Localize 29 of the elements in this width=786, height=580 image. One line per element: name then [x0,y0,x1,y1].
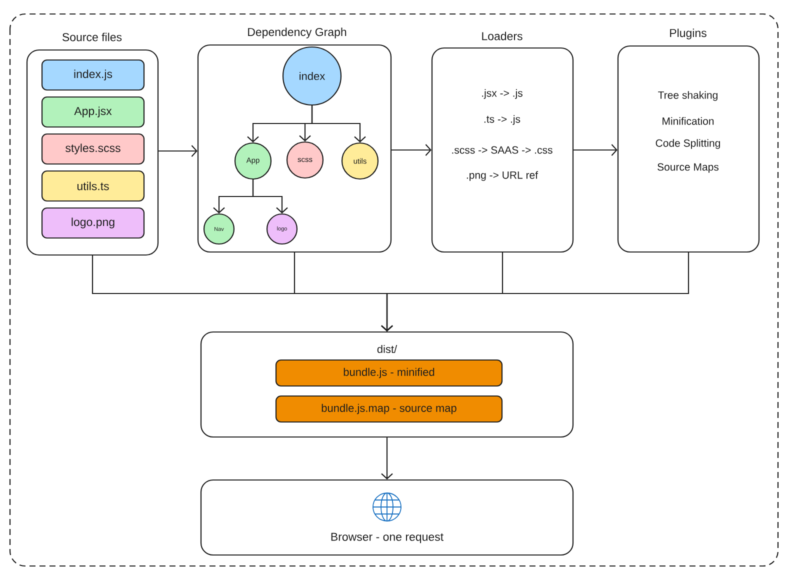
arrow [381,252,690,332]
file-box: styles.scss [41,133,145,165]
file-box: bundle.js - minified [275,359,503,387]
arrow [311,106,366,142]
list-item: .jsx -> .js [482,89,522,99]
list-item: Source Maps [658,163,719,173]
panel-label: Browser - one request [331,532,444,544]
arrow [252,180,288,214]
file-box: logo.png [41,207,145,239]
arrow [574,144,618,156]
file-box: bundle.js.map - source map [275,395,503,423]
list-item: .ts -> .js [484,115,520,125]
file-box: index.js [41,59,145,91]
circle-node: index [282,46,342,106]
arrow [392,144,432,156]
file-box: App.jsx [41,96,145,128]
list-item: Minification [662,117,714,125]
panel-title: Source files [62,32,122,42]
panel-title: Dependency Graph [248,28,346,38]
list-item: Tree shaking [658,91,718,101]
list-item: .png -> URL ref [466,171,538,181]
file-box: utils.ts [41,170,145,202]
arrow [158,145,198,157]
arrow [381,438,393,480]
list-item: .scss -> SAAS -> .css [452,146,552,154]
panel-title: dist/ [377,344,398,354]
list-item: Code Splitting [656,139,720,149]
panel-title: Plugins [670,28,706,40]
panel-title: Loaders [482,32,522,40]
